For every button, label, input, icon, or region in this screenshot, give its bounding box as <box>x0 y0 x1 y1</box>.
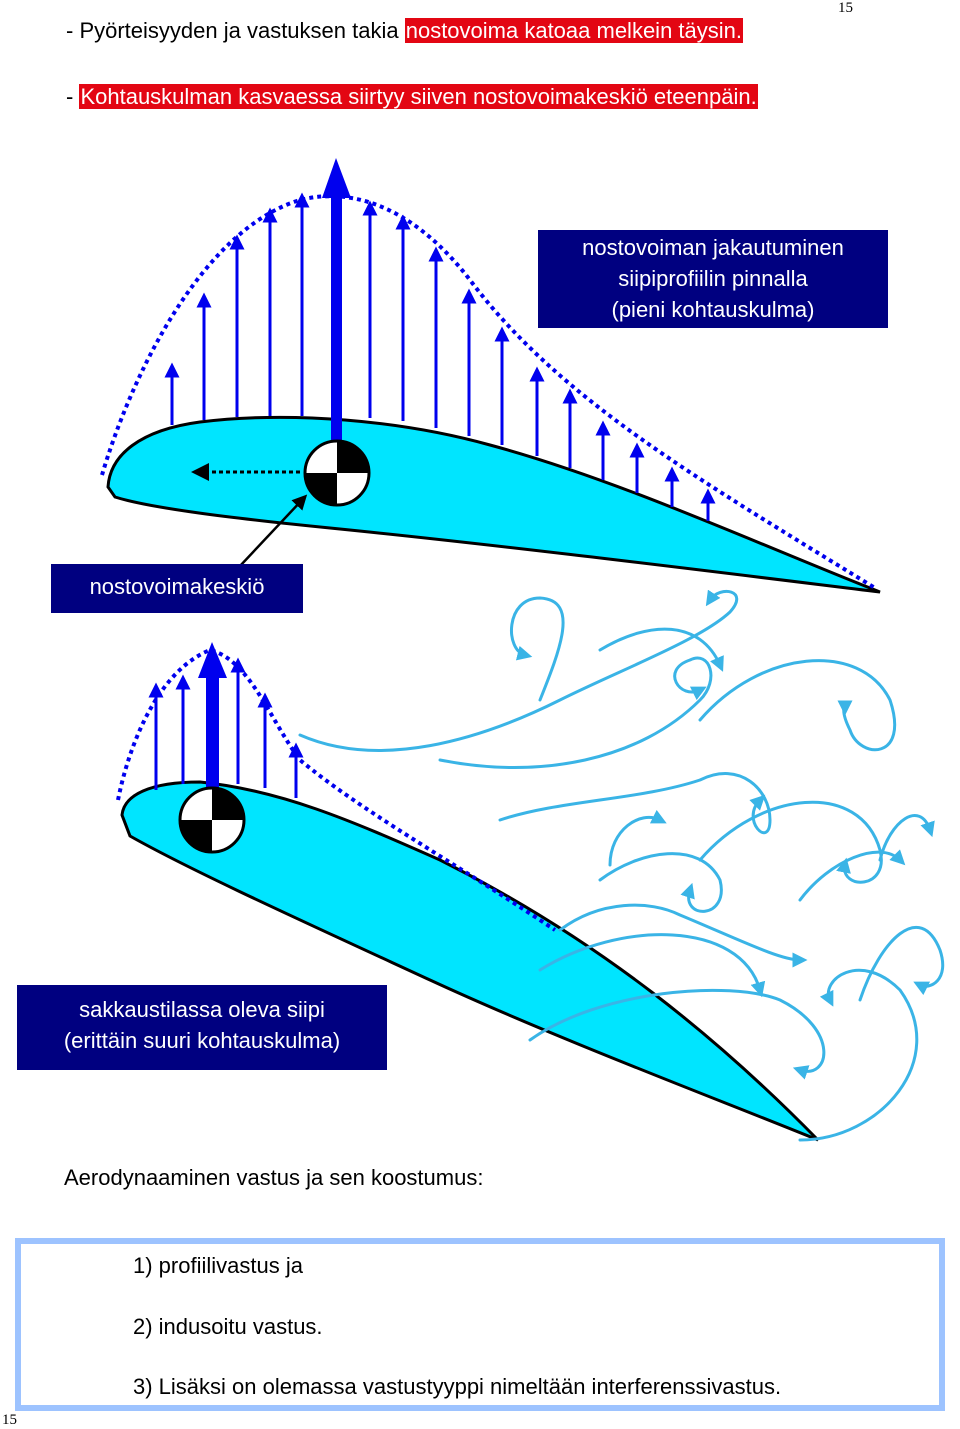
airfoil-small-angle <box>106 415 881 594</box>
drag-heading: Aerodynaaminen vastus ja sen koostumus: <box>64 1165 484 1190</box>
text-line-angle-prefix: - <box>66 84 80 109</box>
center-of-pressure-symbol-2 <box>178 786 246 854</box>
highlight-center-moves: Kohtauskulman kasvaessa siirtyy siiven n… <box>79 84 758 109</box>
stall-envelope-curve <box>116 647 557 932</box>
label-lift-distribution: nostovoiman jakautuminen siipiprofiilin … <box>538 230 888 328</box>
highlight-lift-lost: nostovoima katoaa melkein täysin. <box>404 18 744 43</box>
airfoil-stalled <box>120 780 820 1142</box>
drag-item-induced: 2) indusoitu vastus. <box>133 1314 323 1339</box>
drag-item-interference: 3) Lisäksi on olemassa vastustyyppi nime… <box>133 1374 782 1399</box>
page-number-top: 15 <box>838 0 853 16</box>
label-lift-distribution-line2: siipiprofiilin pinnalla <box>618 266 808 291</box>
text-line-turbulence-prefix: - Pyörteisyyden ja vastuksen takia <box>66 18 405 43</box>
text-line-turbulence: - Pyörteisyyden ja vastuksen takia nosto… <box>66 18 744 44</box>
label-stalled-wing-line1: sakkaustilassa oleva siipi <box>79 997 325 1022</box>
lift-distribution-arrows <box>164 192 716 521</box>
label-stalled-wing-line2: (erittäin suuri kohtauskulma) <box>63 1028 341 1053</box>
main-lift-arrow <box>322 158 351 442</box>
stall-lift-arrows <box>148 657 304 798</box>
page-number-bottom: 15 <box>2 1412 17 1428</box>
drag-item-profile: 1) profiilivastus ja <box>133 1253 303 1278</box>
wake-vortices <box>298 589 945 1142</box>
label-lift-distribution-line3: (pieni kohtauskulma) <box>611 297 815 322</box>
drag-types-box <box>15 1238 945 1411</box>
label-stalled-wing: sakkaustilassa oleva siipi (erittäin suu… <box>17 985 387 1070</box>
label-lift-distribution-line1: nostovoiman jakautuminen <box>582 235 844 260</box>
label-pointer-line <box>239 494 308 567</box>
text-line-angle: - Kohtauskulman kasvaessa siirtyy siiven… <box>66 84 758 110</box>
stall-main-lift-arrow <box>198 642 227 788</box>
label-lift-center: nostovoimakeskiö <box>51 564 303 613</box>
lift-envelope-curve <box>100 194 877 590</box>
center-of-pressure-symbol-1 <box>303 439 371 507</box>
